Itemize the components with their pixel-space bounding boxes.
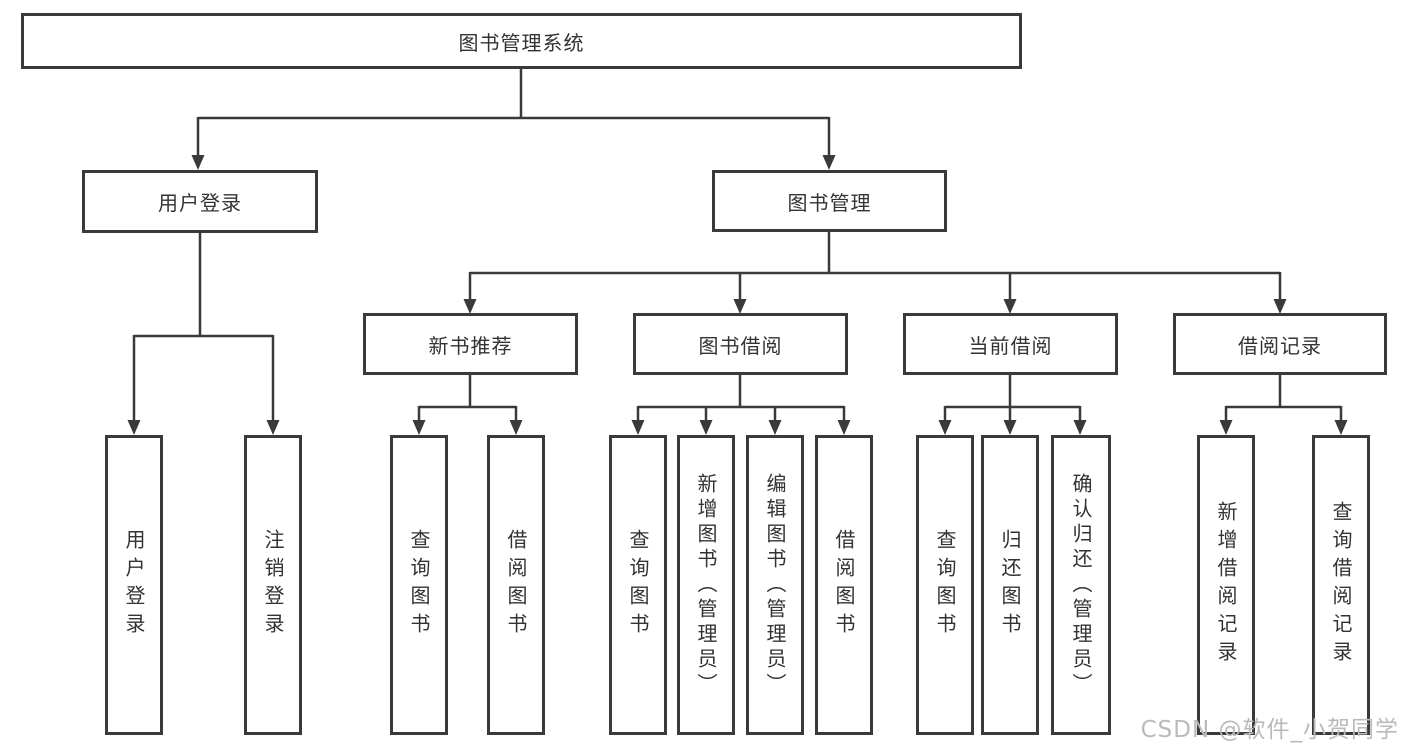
leaf-bb-query-books: 查询图书: [609, 435, 667, 735]
leaf-cb-return-books: 归还图书: [981, 435, 1039, 735]
leaf-bb-edit-books: 编辑图书（管理员）: [746, 435, 804, 735]
leaf-user-login: 用户登录: [105, 435, 163, 735]
leaf-cb-query-books: 查询图书: [916, 435, 974, 735]
node-current-borrow-label: 当前借阅: [968, 333, 1053, 358]
leaf-user-login-label: 用户登录: [122, 529, 146, 641]
leaf-br-add-record-label: 新增借阅记录: [1214, 501, 1238, 669]
node-root-label: 图书管理系统: [458, 30, 585, 55]
leaf-logout: 注销登录: [244, 435, 302, 735]
node-borrow-records-label: 借阅记录: [1238, 333, 1322, 358]
leaf-cb-confirm-return-label: 确认归还（管理员）: [1069, 472, 1093, 698]
node-user-login-label: 用户登录: [158, 191, 242, 215]
node-book-management: 图书管理: [712, 170, 947, 232]
leaf-bb-query-books-label: 查询图书: [626, 529, 650, 641]
node-book-borrow: 图书借阅: [633, 313, 848, 375]
node-user-login: 用户登录: [82, 170, 318, 233]
leaf-bb-borrow-books-label: 借阅图书: [832, 529, 856, 641]
node-current-borrow: 当前借阅: [903, 313, 1118, 375]
node-book-borrow-label: 图书借阅: [698, 333, 783, 358]
leaf-bb-add-books-label: 新增图书（管理员）: [694, 472, 718, 698]
leaf-cb-confirm-return: 确认归还（管理员）: [1051, 435, 1111, 735]
node-root: 图书管理系统: [21, 13, 1022, 69]
leaf-rec-borrow-books: 借阅图书: [487, 435, 545, 735]
leaf-cb-return-books-label: 归还图书: [998, 529, 1022, 641]
node-new-book-recommend-label: 新书推荐: [428, 333, 513, 358]
arrowheads: [127, 155, 1348, 435]
leaf-rec-query-books: 查询图书: [390, 435, 448, 735]
node-new-book-recommend: 新书推荐: [363, 313, 578, 375]
leaf-logout-label: 注销登录: [261, 529, 285, 641]
leaf-bb-add-books: 新增图书（管理员）: [677, 435, 735, 735]
leaf-rec-query-books-label: 查询图书: [407, 529, 431, 641]
leaf-rec-borrow-books-label: 借阅图书: [504, 529, 528, 641]
leaf-cb-query-books-label: 查询图书: [933, 529, 957, 641]
leaf-br-query-record: 查询借阅记录: [1312, 435, 1370, 735]
node-borrow-records: 借阅记录: [1173, 313, 1387, 375]
leaf-bb-borrow-books: 借阅图书: [815, 435, 873, 735]
leaf-br-query-record-label: 查询借阅记录: [1329, 501, 1353, 669]
leaf-br-add-record: 新增借阅记录: [1197, 435, 1255, 735]
node-book-management-label: 图书管理: [787, 190, 872, 215]
leaf-bb-edit-books-label: 编辑图书（管理员）: [763, 472, 787, 698]
